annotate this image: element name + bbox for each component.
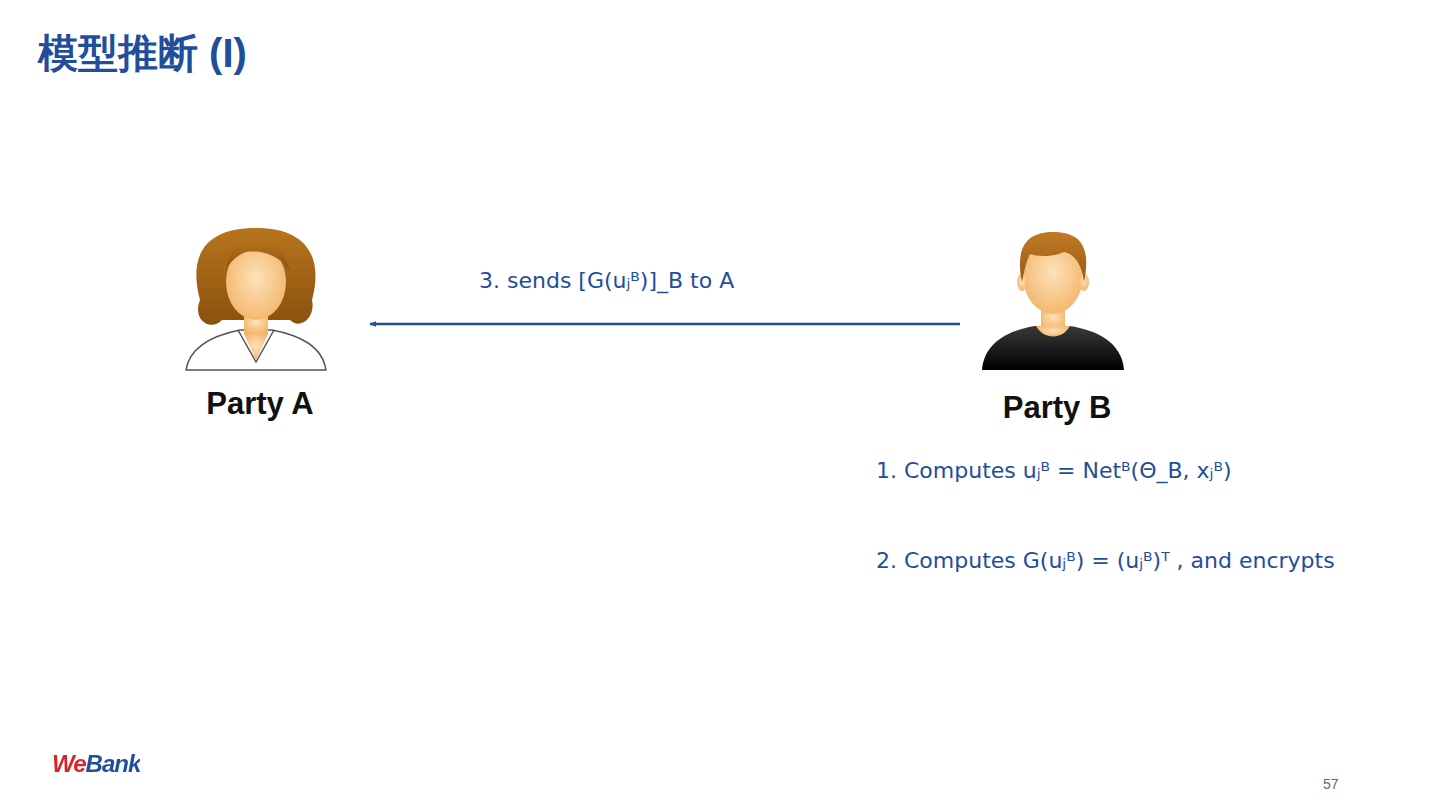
party-label: Party B (960, 390, 1154, 426)
person-icon-male (982, 232, 1124, 370)
person-icon-female (186, 228, 326, 370)
step-text: 1. Computes uⱼᴮ = Netᴮ(Θ_B, xⱼᴮ) (876, 458, 1232, 483)
party-label: Party A (150, 386, 370, 422)
party-node: Party A (150, 222, 370, 422)
party-node: Party B (960, 222, 1154, 426)
company-logo: WeBank (52, 750, 140, 778)
page-number: 57 (1323, 776, 1339, 792)
step-text: 2. Computes G(uⱼᴮ) = (uⱼᴮ)ᵀ , and encryp… (876, 548, 1335, 573)
edge-label: 3. sends [G(uⱼᴮ)]_B to A (476, 268, 737, 293)
message-arrow (370, 323, 960, 326)
slide-title: 模型推断 (I) (38, 26, 247, 81)
